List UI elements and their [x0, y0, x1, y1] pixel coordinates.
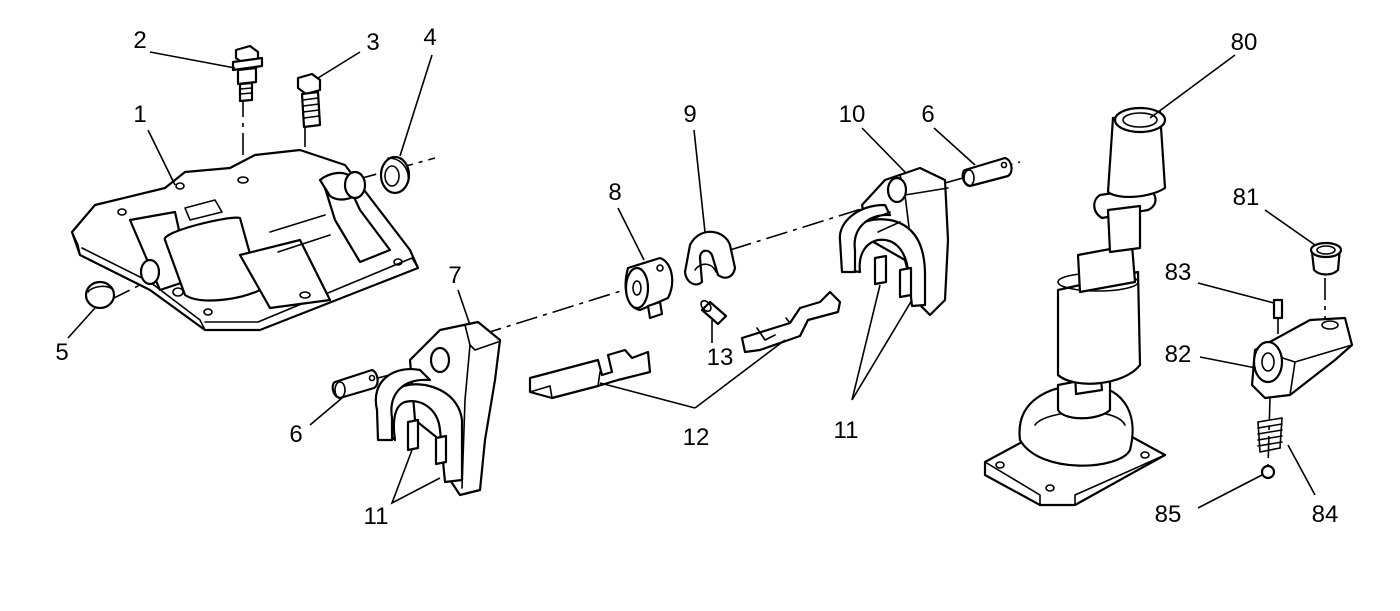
bolt-3 — [296, 72, 322, 129]
callout-10: 10 — [839, 101, 866, 128]
cap-81 — [1309, 241, 1343, 276]
ball-85 — [1260, 464, 1276, 480]
callout-9: 9 — [683, 101, 696, 128]
callout-3: 3 — [366, 29, 379, 56]
callout-11-left: 11 — [364, 503, 389, 530]
callout-82: 82 — [1165, 341, 1192, 368]
callout-labels: 1 2 3 4 5 6 7 8 9 10 6 11 11 12 13 80 81… — [55, 24, 1338, 530]
callout-4: 4 — [423, 24, 436, 51]
roll-pin-13 — [700, 299, 728, 326]
shift-cover — [70, 148, 420, 332]
bolt-2 — [231, 44, 264, 103]
callout-12: 12 — [683, 424, 710, 451]
callout-7: 7 — [448, 262, 461, 289]
clip-9 — [683, 230, 737, 286]
callout-6-left: 6 — [289, 421, 302, 448]
seal-4 — [379, 155, 411, 195]
callout-84: 84 — [1312, 501, 1339, 528]
callout-1: 1 — [133, 101, 146, 128]
shift-fork-7 — [374, 320, 502, 497]
collar-8 — [624, 256, 674, 320]
callout-83: 83 — [1165, 259, 1192, 286]
interlock-plate-12-left — [528, 348, 652, 400]
callout-81: 81 — [1233, 184, 1260, 211]
callout-6-right: 6 — [921, 101, 934, 128]
callout-leader-lines — [67, 51, 1316, 509]
callout-11-right: 11 — [834, 417, 859, 444]
pin-6-right — [961, 156, 1013, 188]
pin-6-left — [331, 368, 379, 400]
shift-fork-10 — [838, 166, 950, 317]
callout-85: 85 — [1155, 501, 1182, 528]
spring-84 — [1257, 417, 1283, 453]
callout-80: 80 — [1231, 29, 1258, 56]
shift-lever-80 — [983, 106, 1167, 507]
callout-8: 8 — [608, 179, 621, 206]
callout-5: 5 — [55, 339, 68, 366]
pin-83 — [1272, 298, 1284, 320]
interlock-plate-12-right — [740, 290, 842, 354]
callout-2: 2 — [133, 27, 146, 54]
plug-5 — [84, 280, 116, 310]
callout-13: 13 — [707, 344, 734, 371]
housing-82 — [1250, 316, 1354, 400]
